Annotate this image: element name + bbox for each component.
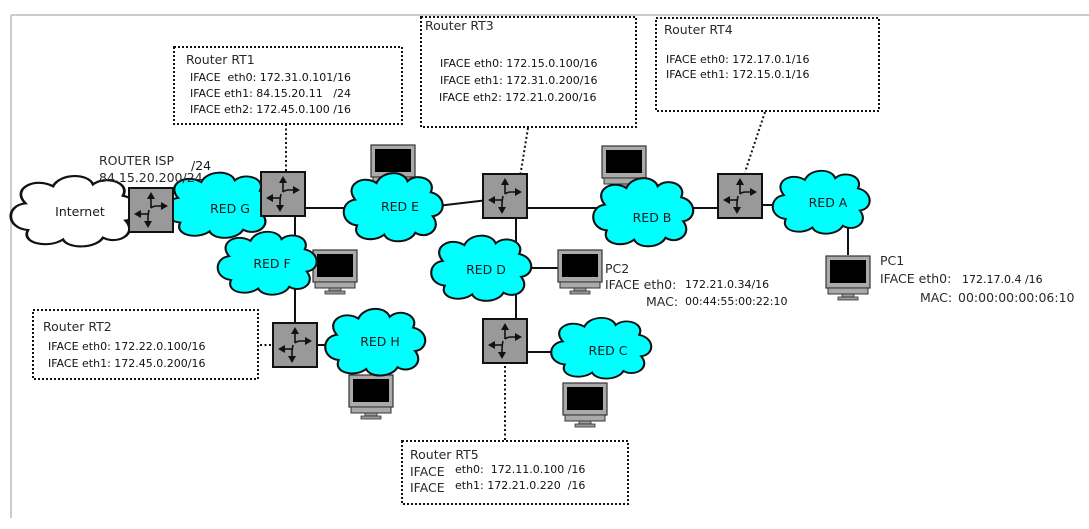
router-rt1-icon bbox=[260, 171, 306, 217]
rt3-callout-connector bbox=[519, 127, 529, 178]
network-red-f: RED F bbox=[216, 230, 318, 296]
internet-cloud: Internet bbox=[9, 174, 140, 248]
pc-mac-label: MAC: bbox=[920, 290, 952, 305]
iface-line: IFACE eth1: 172.31.0.200/16 bbox=[440, 74, 597, 87]
router-isp-icon bbox=[128, 187, 174, 233]
pc-icon-redc bbox=[562, 382, 608, 428]
pc-ip: 172.17.0.4 /16 bbox=[962, 273, 1043, 286]
network-red-c: RED C bbox=[550, 316, 653, 380]
iface-prefix: IFACE bbox=[410, 464, 445, 479]
pc1-icon bbox=[825, 255, 871, 301]
router-rt5-callout: Router RT5 IFACE eth0: 172.11.0.100 /16 … bbox=[401, 440, 629, 505]
network-label: RED G bbox=[210, 201, 250, 216]
iface-line: IFACE eth0: 172.22.0.100/16 bbox=[48, 340, 205, 353]
iface-line: IFACE eth0: 172.15.0.100/16 bbox=[440, 57, 597, 70]
iface-line: IFACE eth0: 172.17.0.1/16 bbox=[666, 53, 809, 66]
network-red-e: RED E bbox=[342, 172, 444, 243]
network-label: RED E bbox=[381, 199, 419, 214]
pc-icon-redh bbox=[348, 374, 394, 420]
router-rt2-callout: Router RT2 IFACE eth0: 172.22.0.100/16 I… bbox=[32, 309, 259, 380]
iface-line: IFACE eth1: 172.15.0.1/16 bbox=[666, 68, 809, 81]
network-label: RED C bbox=[589, 343, 628, 358]
router-isp-title: ROUTER ISP bbox=[99, 153, 174, 168]
network-label: RED D bbox=[466, 262, 506, 277]
iface-line: eth0: 172.11.0.100 /16 bbox=[455, 463, 585, 476]
rt4-callout-connector bbox=[744, 111, 766, 173]
pc-mac: 00:44:55:00:22:10 bbox=[685, 295, 788, 308]
router-rt1-callout: Router RT1 IFACE eth0: 172.31.0.101/16 I… bbox=[173, 46, 403, 125]
network-red-g: RED G bbox=[164, 171, 275, 239]
pc-icon-redf bbox=[312, 249, 358, 295]
network-label: RED F bbox=[253, 256, 290, 271]
pc2-icon bbox=[557, 249, 603, 295]
pc-iface-label: IFACE eth0: bbox=[880, 271, 951, 286]
callout-title: Router RT2 bbox=[43, 319, 112, 334]
network-label: RED B bbox=[633, 210, 672, 225]
iface-line: IFACE eth1: 84.15.20.11 /24 bbox=[190, 87, 351, 100]
network-label: RED H bbox=[360, 334, 400, 349]
router-rt4-icon bbox=[717, 173, 763, 219]
callout-title: Router RT1 bbox=[186, 52, 255, 67]
router-rt3-callout: Router RT3 IFACE eth0: 172.15.0.100/16 I… bbox=[420, 16, 637, 128]
network-red-d: RED D bbox=[430, 234, 533, 302]
network-red-a: RED A bbox=[771, 169, 871, 235]
router-rt2-icon bbox=[272, 322, 318, 368]
router-rt4-callout: Router RT4 IFACE eth0: 172.17.0.1/16 IFA… bbox=[655, 17, 880, 112]
pc-name: PC2 bbox=[605, 261, 629, 276]
iface-line: IFACE eth1: 172.45.0.200/16 bbox=[48, 357, 205, 370]
iface-line: IFACE eth0: 172.31.0.101/16 bbox=[190, 71, 351, 84]
internet-label: Internet bbox=[55, 204, 105, 219]
network-red-h: RED H bbox=[324, 307, 427, 377]
iface-line: IFACE eth2: 172.45.0.100 /16 bbox=[190, 103, 351, 116]
pc-ip: 172.21.0.34/16 bbox=[685, 278, 769, 291]
pc-mac-label: MAC: bbox=[646, 294, 678, 309]
router-isp-ip: 84.15.20.200/24 bbox=[99, 170, 203, 185]
pc-iface-label: IFACE eth0: bbox=[605, 277, 676, 292]
pc1-info: PC1 IFACE eth0: 172.17.0.4 /16 MAC: 00:0… bbox=[880, 253, 1075, 305]
router-rt3-icon bbox=[482, 173, 528, 219]
pc2-info: PC2 IFACE eth0: 172.21.0.34/16 MAC: 00:4… bbox=[605, 261, 788, 309]
callout-title: Router RT5 bbox=[410, 447, 479, 462]
callout-title: Router RT4 bbox=[664, 22, 733, 37]
router-rt5-icon bbox=[482, 318, 528, 364]
pc-name: PC1 bbox=[880, 253, 904, 268]
network-red-b: RED B bbox=[592, 177, 695, 248]
callout-title: Router RT3 bbox=[425, 18, 494, 33]
pc-mac: 00:00:00:00:06:10 bbox=[958, 290, 1075, 305]
router-isp-mask: /24 bbox=[191, 158, 211, 173]
network-label: RED A bbox=[809, 195, 848, 210]
iface-line: IFACE eth2: 172.21.0.200/16 bbox=[439, 91, 596, 104]
iface-prefix: IFACE bbox=[410, 480, 445, 495]
iface-line: eth1: 172.21.0.220 /16 bbox=[455, 479, 585, 492]
